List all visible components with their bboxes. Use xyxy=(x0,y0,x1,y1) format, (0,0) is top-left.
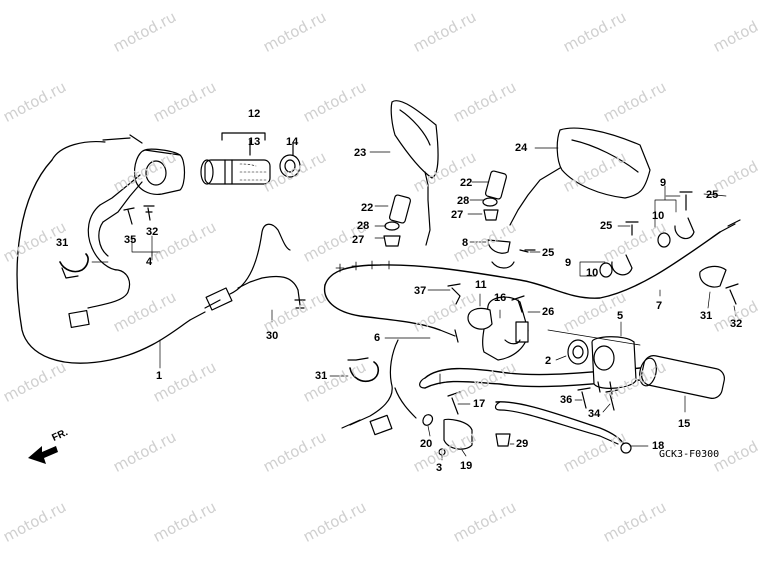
callout-23: 24 xyxy=(515,142,528,154)
right-handlebar-grip xyxy=(639,355,725,399)
callout-11: 11 xyxy=(475,279,487,291)
callout-10-top: 10 xyxy=(652,210,665,222)
cable-band-right xyxy=(349,361,380,383)
callout-29: 30 xyxy=(266,330,279,342)
callout-27-left: 28 xyxy=(357,220,370,232)
callout-3: 3 xyxy=(436,462,443,474)
callout-25: 26 xyxy=(542,306,555,318)
callout-17: 18 xyxy=(652,440,665,452)
callout-26-b: 25 xyxy=(706,189,719,201)
callout-24-left: 27 xyxy=(352,234,365,246)
clutch-lever xyxy=(495,401,626,447)
callout-26-c: 25 xyxy=(600,220,613,232)
left-mirror xyxy=(390,100,439,246)
callout-4: 4 xyxy=(146,256,153,268)
callout-15: 14 xyxy=(286,136,299,148)
callout-26-a: 25 xyxy=(542,247,555,259)
cable-band-left xyxy=(59,253,89,273)
callout-33: 34 xyxy=(588,408,601,420)
callout-36: 32 xyxy=(730,318,743,330)
callout-21-right: 22 xyxy=(460,177,473,189)
throttle-cable-end xyxy=(102,134,143,144)
callout-18: 19 xyxy=(460,460,473,472)
callout-16: 16 xyxy=(494,292,507,304)
callout-10-bottom: 10 xyxy=(586,267,599,279)
callout-32: 32 xyxy=(146,226,159,238)
right-mirror xyxy=(509,127,651,226)
callout-20: 17 xyxy=(473,398,486,410)
right-switch-housing xyxy=(591,336,637,395)
grip-end-cap xyxy=(279,154,301,178)
throttle-grip xyxy=(200,159,271,185)
callout-30: 31 xyxy=(700,310,713,322)
callout-34: 35 xyxy=(124,234,137,246)
clutch-lever-bracket xyxy=(467,296,529,361)
callout-21-left: 22 xyxy=(361,202,374,214)
callout-35: 36 xyxy=(560,394,573,406)
callout-27-right: 28 xyxy=(457,195,470,207)
callout-31-right: 31 xyxy=(315,370,328,382)
callout-31-left: 31 xyxy=(56,237,69,249)
callout-2: 2 xyxy=(545,355,552,367)
callout-8: 8 xyxy=(462,237,469,249)
front-direction-arrow xyxy=(28,446,58,464)
clutch-cable xyxy=(324,231,721,299)
callout-37: 37 xyxy=(414,285,427,297)
callout-1: 1 xyxy=(156,370,163,382)
callout-7: 7 xyxy=(656,300,663,312)
callout-14: 15 xyxy=(678,418,691,430)
callout-12: 12 xyxy=(248,108,261,120)
callout-9-bottom: 9 xyxy=(565,257,572,269)
callout-24-right: 27 xyxy=(451,209,464,221)
throttle-cable xyxy=(16,159,191,364)
callout-5: 5 xyxy=(617,310,624,322)
callout-28: 29 xyxy=(516,438,529,450)
callout-13: 13 xyxy=(248,136,261,148)
callout-19: 20 xyxy=(420,438,433,450)
left-switch-housing xyxy=(99,148,186,223)
callout-22: 23 xyxy=(354,147,367,159)
diagram-code: GCK3-F0300 xyxy=(659,449,720,460)
callout-9-top: 9 xyxy=(660,177,667,189)
callout-6: 6 xyxy=(374,332,381,344)
